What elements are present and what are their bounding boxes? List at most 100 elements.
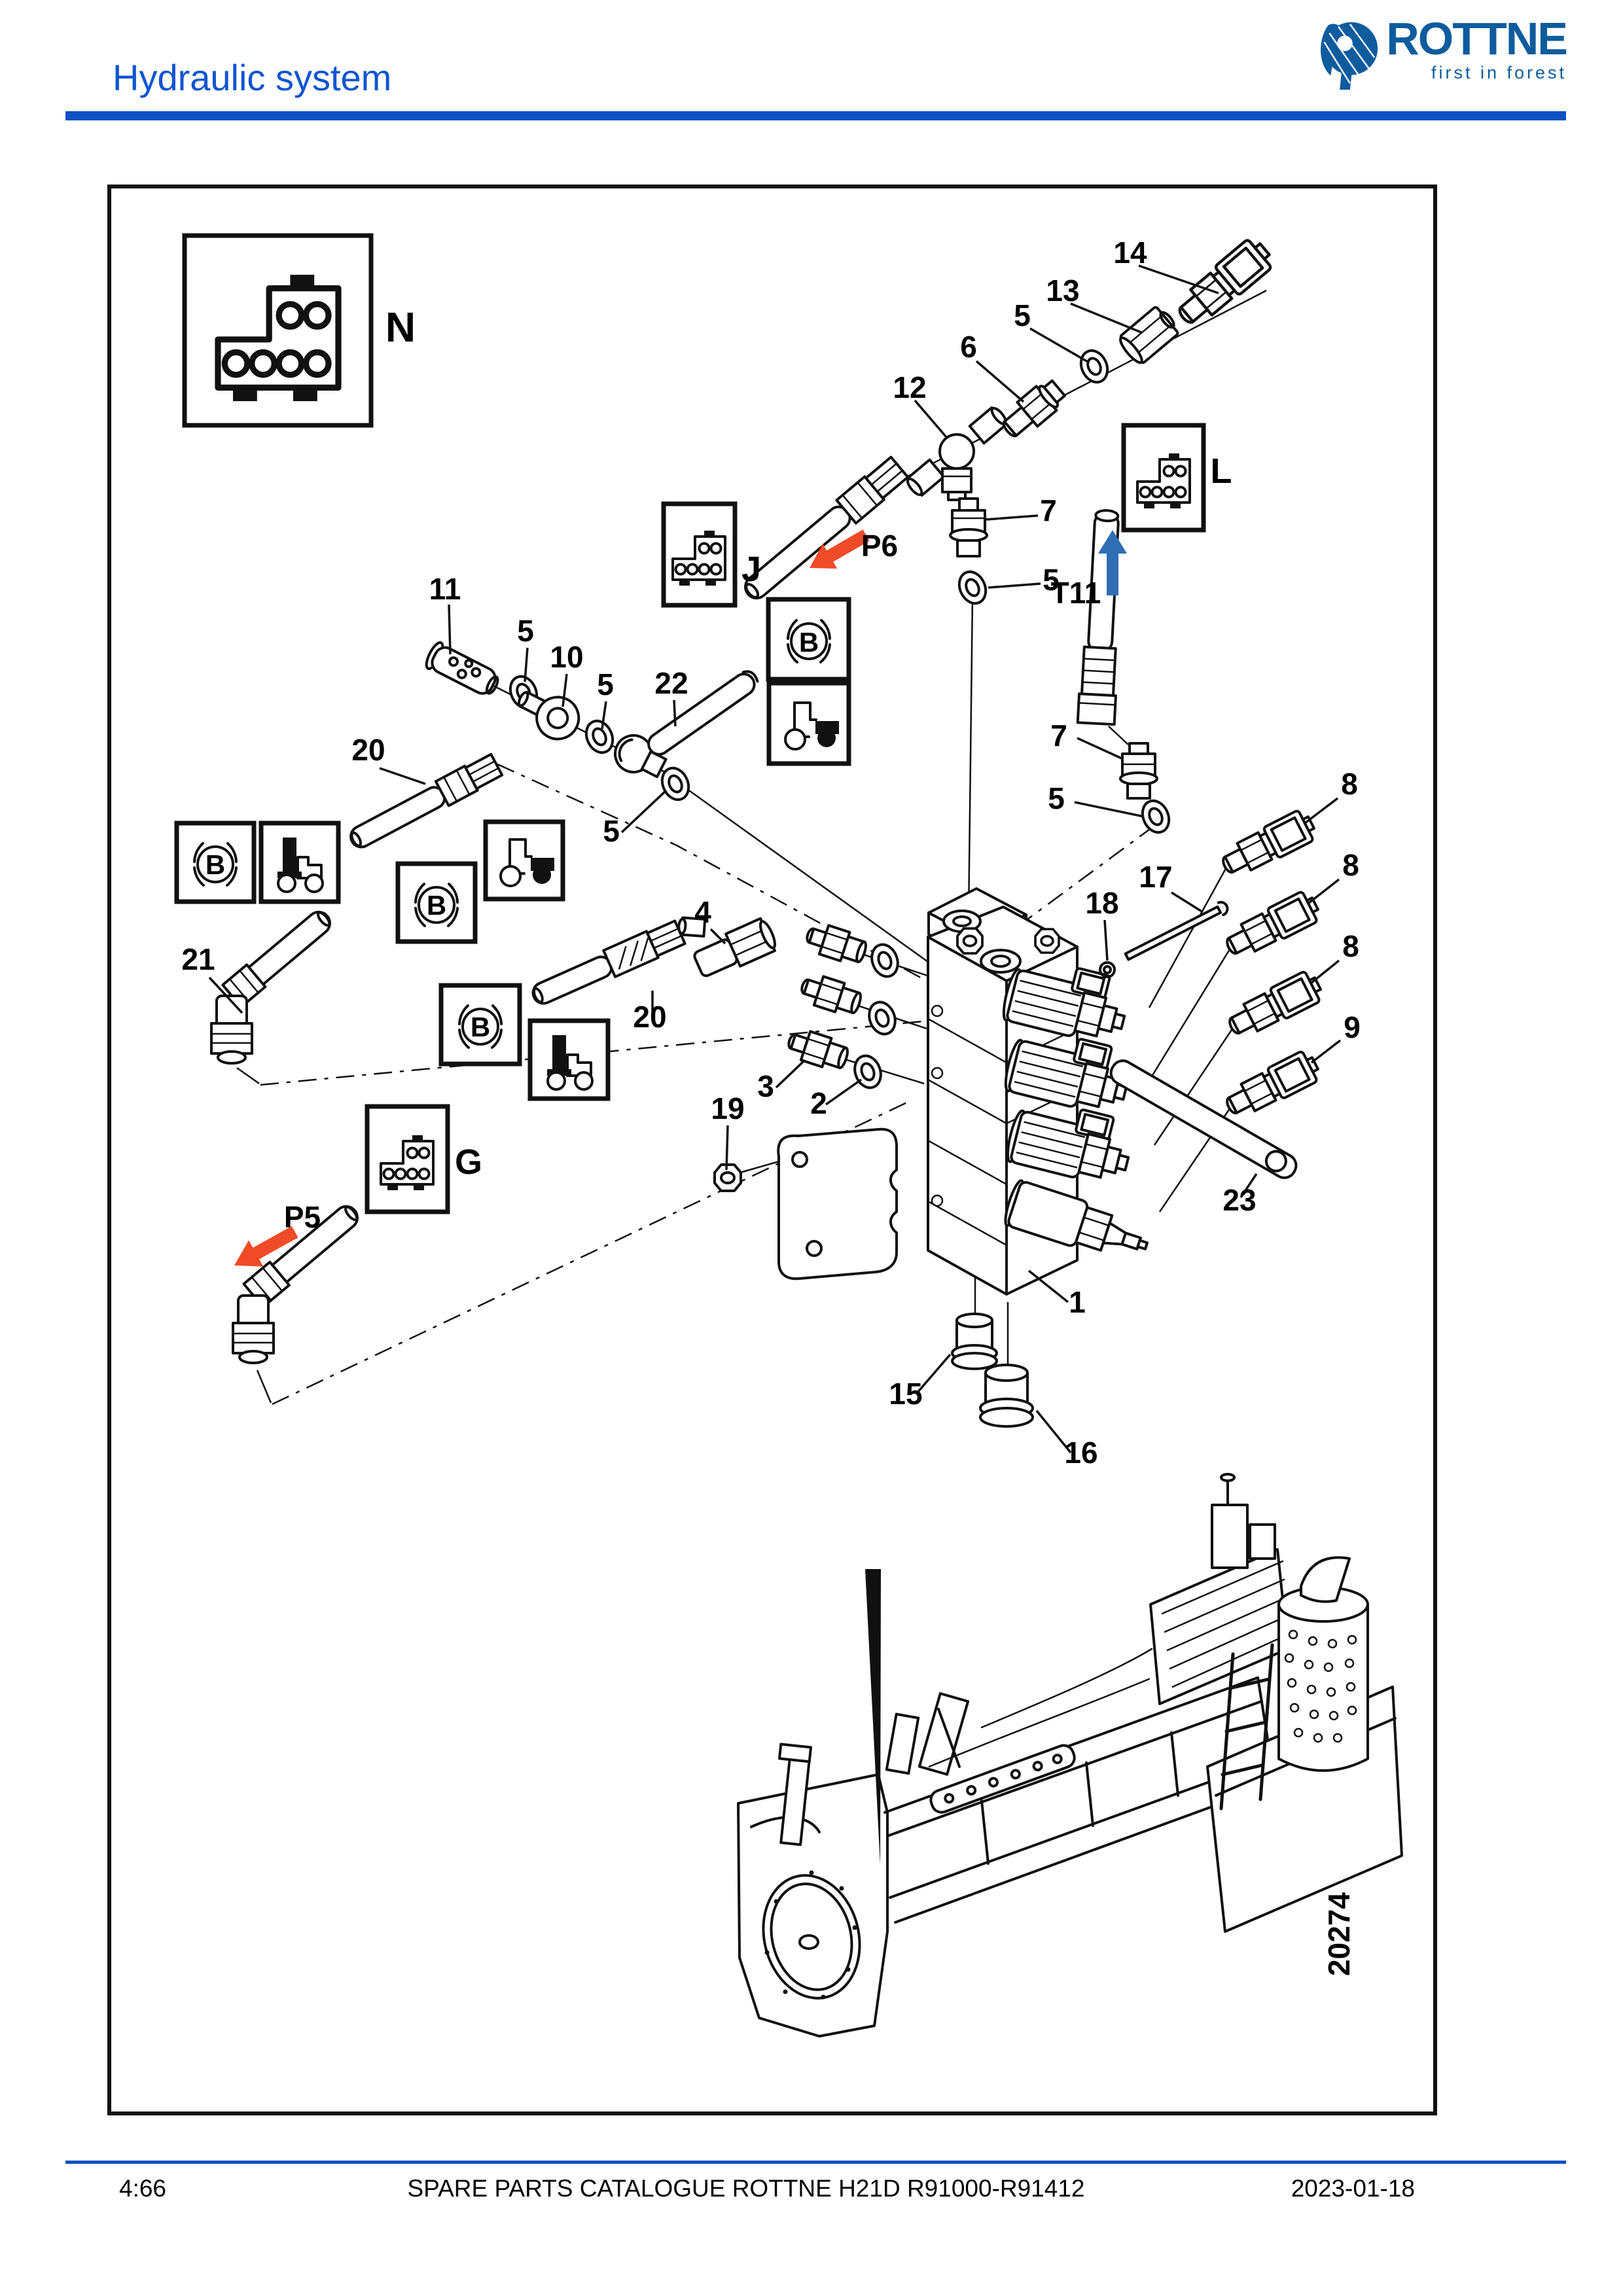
bracket-23 xyxy=(1109,1059,1298,1179)
connector-ref-label: G xyxy=(455,1142,482,1182)
washer-5 xyxy=(656,762,695,805)
part-number-label: 7 xyxy=(1040,493,1057,527)
footer-catalogue-title: SPARE PARTS CATALOGUE ROTTNE H21D R91000… xyxy=(407,2175,1085,2202)
brake-symbol-box: B xyxy=(766,597,851,682)
tractor-symbol-box xyxy=(483,819,565,902)
sensor-8 xyxy=(1222,966,1327,1044)
washer xyxy=(863,997,901,1039)
part-number-label: 5 xyxy=(597,667,614,701)
part-number-label: 8 xyxy=(1342,929,1359,963)
port-ref-label: P6 xyxy=(861,529,898,563)
hose-p5 xyxy=(232,1205,359,1364)
part-number-label: 16 xyxy=(1064,1436,1097,1470)
page-title: Hydraulic system xyxy=(113,57,392,98)
part-number-label: 8 xyxy=(1341,767,1358,801)
part-number-label: 19 xyxy=(711,1091,744,1125)
footer-date: 2023-01-18 xyxy=(1291,2175,1415,2202)
part-number-label: 6 xyxy=(960,330,977,364)
hose-p6 xyxy=(744,455,910,600)
part-number-label: 13 xyxy=(1046,274,1079,308)
connector-ref-label: L xyxy=(1211,451,1232,491)
eye-fitting-10 xyxy=(517,690,580,741)
elbow-fitting-4 xyxy=(677,916,776,978)
diagram-frame xyxy=(107,185,1437,2115)
figure-ref-label: 20274 xyxy=(1322,1892,1356,1976)
fitting-6 xyxy=(1002,379,1067,438)
tractor-symbol-box xyxy=(766,680,851,766)
brake-symbol-box: B xyxy=(395,861,478,944)
hose-21 xyxy=(210,910,331,1065)
brake-icon-letter: B xyxy=(799,627,819,658)
part-number-label: 23 xyxy=(1222,1183,1256,1217)
machine-illustration xyxy=(737,1473,1403,2038)
flow-arrow-t11 xyxy=(1098,530,1127,595)
sensor-8 xyxy=(1215,805,1321,883)
washer-5 xyxy=(953,566,992,609)
part-number-label: 5 xyxy=(1048,781,1065,815)
sensor-14 xyxy=(1171,235,1276,332)
washer-2 xyxy=(849,1051,887,1093)
brake-icon-letter: B xyxy=(427,890,446,921)
part-number-label: 11 xyxy=(429,572,461,606)
connector-box-n xyxy=(182,233,374,428)
part-number-label: 1 xyxy=(1069,1285,1086,1319)
part-number-label: 21 xyxy=(181,942,215,976)
brake-icon-letter: B xyxy=(205,849,225,880)
tractor-symbol-box xyxy=(527,1018,611,1101)
plug-16 xyxy=(979,1364,1034,1428)
part-number-label: 9 xyxy=(1344,1010,1361,1044)
nut-13 xyxy=(1119,306,1179,364)
fitting xyxy=(802,919,870,969)
valve-11 xyxy=(425,641,499,695)
brake-symbol-box: B xyxy=(438,983,522,1067)
part-number-label: 14 xyxy=(1113,236,1147,270)
part-number-label: 7 xyxy=(1050,718,1067,752)
fitting xyxy=(796,970,865,1020)
leader-lines xyxy=(208,264,1342,1454)
part-number-label: 17 xyxy=(1139,860,1172,894)
connector-ref-label: N xyxy=(385,304,416,351)
part-number-label: 15 xyxy=(889,1377,922,1411)
connector-box-l xyxy=(1121,423,1206,533)
port-ref-label: P5 xyxy=(284,1200,321,1234)
fitting-7-lower xyxy=(1119,742,1158,800)
part-number-label: 2 xyxy=(810,1086,827,1120)
part-number-label: 5 xyxy=(1014,298,1031,332)
part-number-label: 5 xyxy=(603,814,620,848)
hose-22 xyxy=(647,670,759,756)
footer-rule xyxy=(65,2161,1566,2164)
part-number-label: 22 xyxy=(654,666,688,700)
plug-15 xyxy=(951,1313,998,1370)
part-number-label: 5 xyxy=(517,614,534,648)
pressure-valve xyxy=(1004,1179,1149,1252)
brake-symbol-box: B xyxy=(174,821,257,904)
part-number-label: 3 xyxy=(757,1069,774,1103)
part-number-label: 20 xyxy=(633,1000,666,1034)
nut-19 xyxy=(713,1163,742,1192)
washer xyxy=(866,940,904,981)
connector-box-j xyxy=(661,501,738,608)
rod-17 xyxy=(1124,900,1229,961)
tractor-symbol-box xyxy=(259,821,341,904)
rottne-logo-brand: ROTTNE xyxy=(1386,13,1568,64)
part-number-label: 18 xyxy=(1085,886,1118,920)
tee-fitting-12 xyxy=(906,406,1008,501)
rottne-logo-tagline: first in forest xyxy=(1431,63,1567,82)
cover-plate xyxy=(777,1127,898,1280)
port-ref-label: T11 xyxy=(1051,576,1101,610)
o-ring-18 xyxy=(1099,961,1116,978)
part-number-label: 20 xyxy=(351,733,385,767)
part-number-label: 5 xyxy=(1043,563,1060,597)
fitting-7-upper xyxy=(949,497,988,557)
flow-arrow-p6 xyxy=(810,529,870,569)
connector-box-g xyxy=(365,1104,450,1214)
footer-page-number: 4:66 xyxy=(119,2175,167,2202)
rottne-logo-icon xyxy=(1321,22,1378,90)
brake-icon-letter: B xyxy=(471,1012,490,1042)
washer-5 xyxy=(580,715,619,758)
hose-20-second xyxy=(531,919,687,1005)
connector-ref-label: J xyxy=(741,550,761,589)
